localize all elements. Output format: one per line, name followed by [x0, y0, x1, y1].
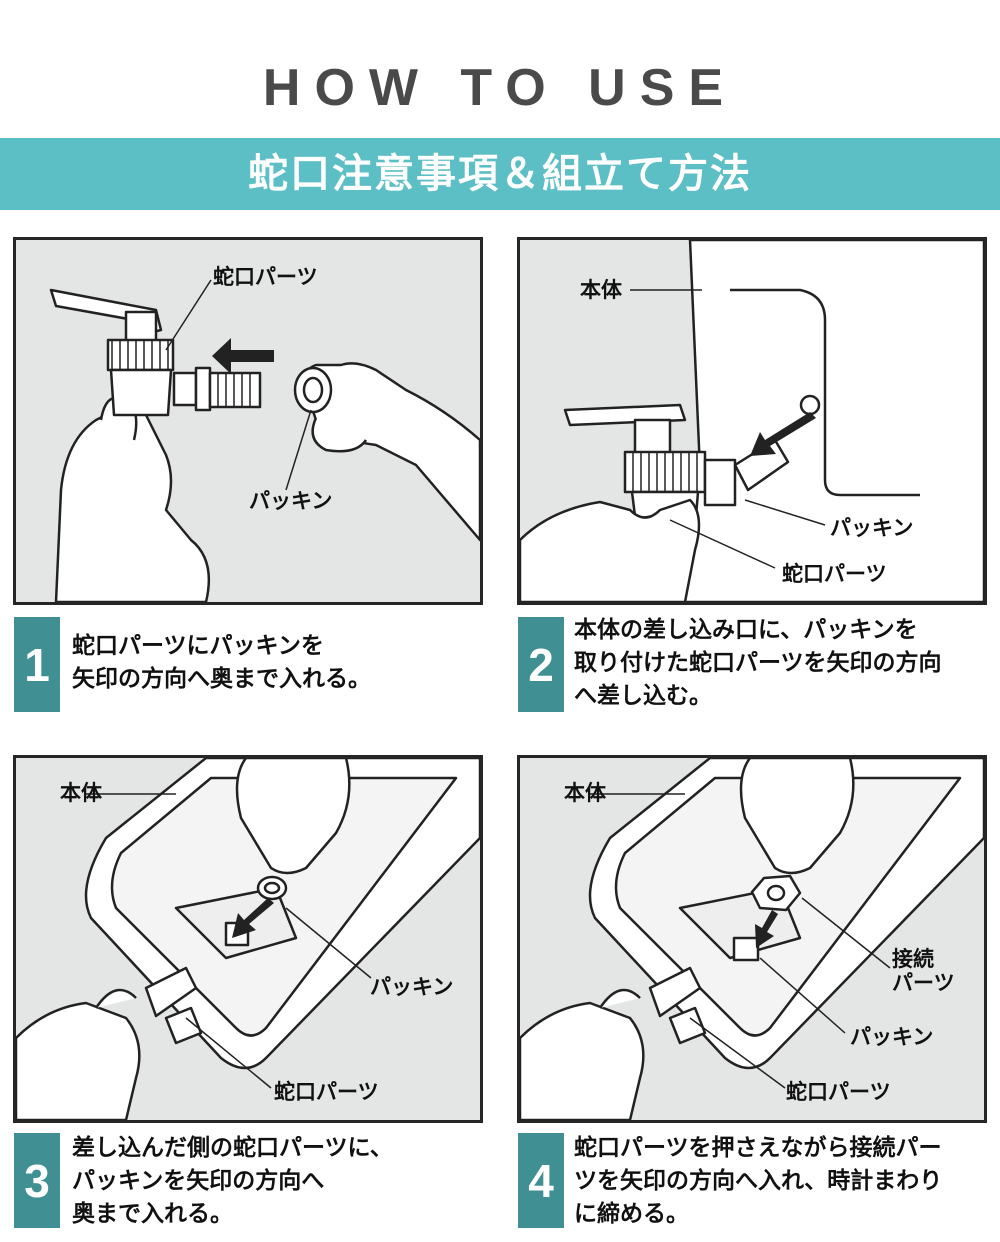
label-connector-line1: 接続 [892, 947, 934, 971]
section-banner: 蛇口注意事項＆組立て方法 [0, 138, 1000, 210]
step-3-line-3: 奥まで入れる。 [72, 1201, 233, 1227]
label-connector-line2: パーツ [892, 971, 955, 995]
illustration-step-3: 本体 パッキン 蛇口パーツ [13, 755, 483, 1123]
step-text-1: 蛇口パーツにパッキンを 矢印の方向へ奥まで入れる。 [72, 630, 371, 696]
step-text-2: 本体の差し込み口に、パッキンを 取り付けた蛇口パーツを矢印の方向 へ差し込む。 [574, 614, 942, 713]
label-body: 本体 [564, 781, 606, 805]
step-text-4: 蛇口パーツを押さえながら接続パー ツを矢印の方向へ入れ、時計まわり に締める。 [574, 1132, 942, 1231]
step-4-line-2: ツを矢印の方向へ入れ、時計まわり [574, 1168, 943, 1194]
step-2-line-2: 取り付けた蛇口パーツを矢印の方向 [574, 650, 942, 676]
illustration-step-1: 蛇口パーツ パッキン [13, 237, 483, 605]
illustration-step-2: 本体 パッキン 蛇口パーツ [517, 237, 987, 605]
label-faucet-part: 蛇口パーツ [786, 1080, 891, 1104]
illustration-step-4: 本体 接続 パーツ パッキン 蛇口パーツ [517, 755, 987, 1123]
tank-connector-drawing [520, 758, 984, 1120]
label-packing: パッキン [249, 489, 333, 513]
label-faucet-part: 蛇口パーツ [274, 1080, 379, 1104]
step-2-line-1: 本体の差し込み口に、パッキンを [574, 617, 918, 643]
step-number-4: 4 [518, 1133, 564, 1228]
label-body: 本体 [580, 278, 622, 302]
step-4-line-3: に締める。 [574, 1201, 689, 1227]
tank-packing-drawing [16, 758, 480, 1120]
label-faucet-part: 蛇口パーツ [782, 562, 887, 586]
step-number-1: 1 [14, 617, 60, 712]
label-faucet-part: 蛇口パーツ [213, 265, 318, 289]
step-2-line-3: へ差し込む。 [574, 683, 712, 709]
label-packing: パッキン [830, 516, 914, 540]
faucet-packing-drawing [49, 279, 480, 602]
step-4-line-1: 蛇口パーツを押さえながら接続パー [574, 1135, 942, 1161]
step-3-line-1: 差し込んだ側の蛇口パーツに、 [72, 1135, 393, 1161]
step-1-line-1: 蛇口パーツにパッキンを [72, 633, 324, 659]
page-title: HOW TO USE [262, 59, 738, 117]
step-number-3: 3 [14, 1133, 60, 1228]
step-text-3: 差し込んだ側の蛇口パーツに、 パッキンを矢印の方向へ 奥まで入れる。 [72, 1132, 393, 1231]
label-packing: パッキン [370, 975, 454, 999]
step-3-line-2: パッキンを矢印の方向へ [72, 1168, 325, 1194]
label-body: 本体 [60, 781, 102, 805]
insert-faucet-drawing [520, 240, 984, 602]
step-number-2: 2 [518, 617, 564, 712]
label-packing: パッキン [850, 1025, 934, 1049]
step-1-line-2: 矢印の方向へ奥まで入れる。 [72, 666, 371, 692]
